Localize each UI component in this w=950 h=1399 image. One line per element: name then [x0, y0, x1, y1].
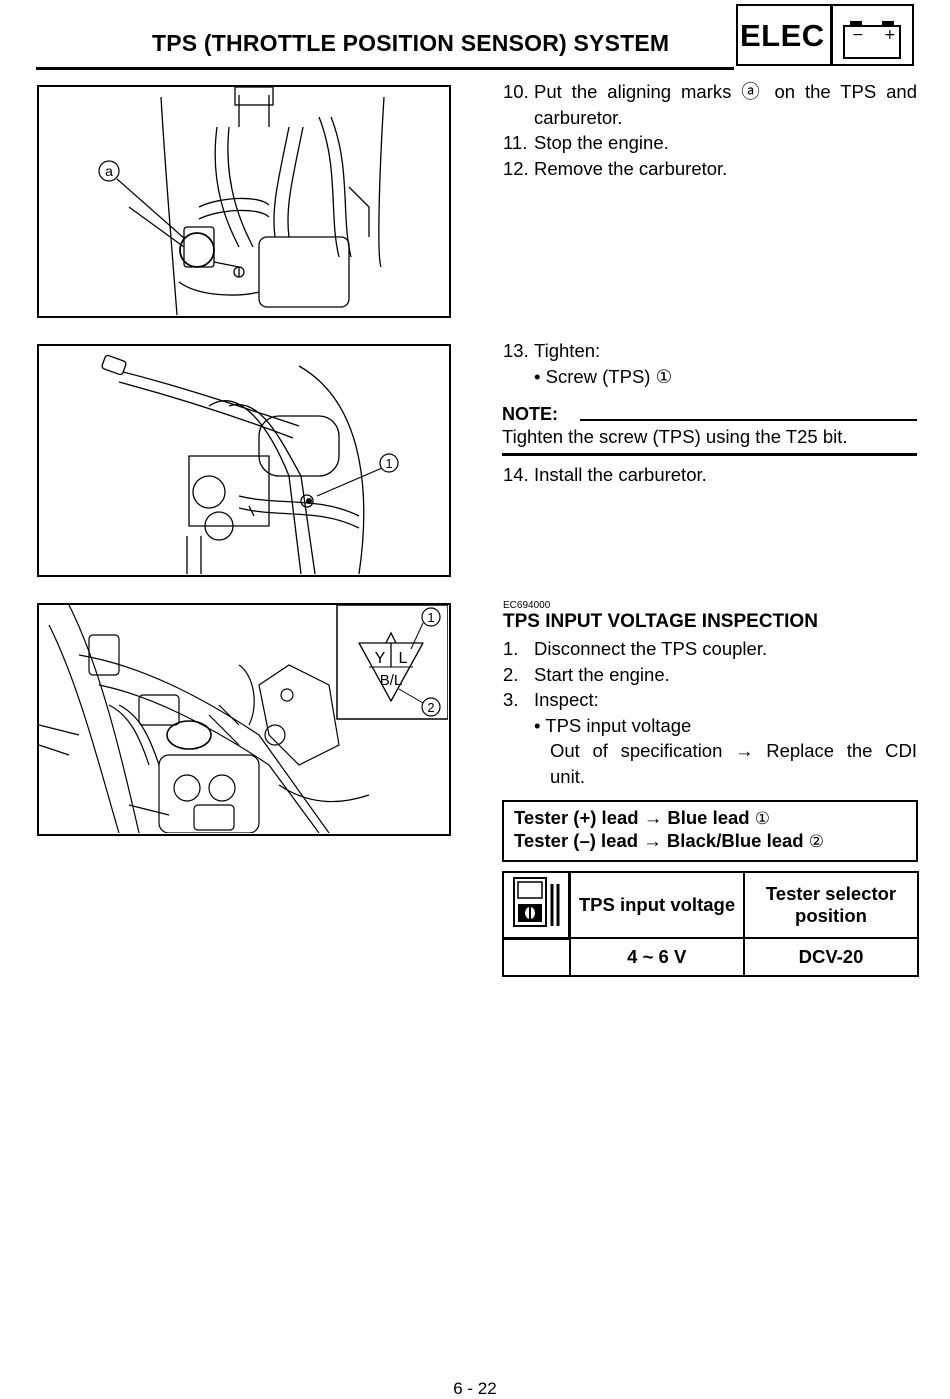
- ref-2: ②: [808, 832, 824, 851]
- spec-action-cont: unit.: [550, 765, 585, 787]
- step-number: 10.: [503, 81, 529, 102]
- step-text: Put the aligning marks ⓐ on the TPS and: [534, 81, 917, 102]
- step-number: 11.: [503, 132, 528, 153]
- coupler-pin-l: L: [399, 650, 408, 667]
- value-voltage: 4 ~ 6 V: [568, 937, 745, 977]
- step-number: 12.: [503, 157, 529, 179]
- badge-divider: [830, 6, 833, 64]
- step-number: 2.: [503, 663, 519, 685]
- page-number: 6 - 22: [453, 1379, 497, 1398]
- note-label: NOTE:: [502, 404, 558, 424]
- step-text-cont: carburetor.: [534, 106, 623, 128]
- header-tps-input-voltage: TPS input voltage: [568, 871, 745, 939]
- step-text: Inspect:: [534, 689, 599, 710]
- step-text: Tighten:: [534, 340, 601, 361]
- section-badge: ELEC − +: [736, 4, 914, 66]
- battery-minus: −: [852, 27, 864, 43]
- spec-action: Out of specification → Replace the CDI: [550, 740, 917, 761]
- coupler-pin-bl: B/L: [380, 672, 403, 689]
- steps-10-12: 10. Put the aligning marks ⓐ on the TPS …: [503, 79, 917, 181]
- figure-tps-screw: 1: [37, 344, 451, 577]
- step-number: 1.: [503, 638, 519, 659]
- callout-a: a: [105, 163, 113, 179]
- bullet-screw-tps: • Screw (TPS) ①: [534, 365, 673, 387]
- step-text: Install the carburetor.: [534, 464, 707, 485]
- battery-icon: − +: [843, 21, 901, 59]
- callout-1: 1: [427, 610, 434, 625]
- tester-minus-lead: Tester (–) lead → Black/Blue lead: [514, 830, 804, 851]
- step-number: 13.: [503, 340, 529, 361]
- value-selector: DCV-20: [743, 937, 919, 977]
- inspection-steps: 1. Disconnect the TPS coupler. 2. Start …: [503, 636, 917, 789]
- tester-plus-lead: Tester (+) lead → Blue lead: [514, 807, 750, 828]
- ref-1: ①: [754, 809, 770, 828]
- bullet-tps-voltage: • TPS input voltage: [534, 714, 692, 736]
- figure-tps-coupler: Y L B/L 1 2: [37, 603, 451, 836]
- note-text: Tighten the screw (TPS) using the T25 bi…: [502, 426, 848, 447]
- step-text: Start the engine.: [534, 663, 670, 685]
- callout-1: 1: [385, 456, 392, 471]
- section-code: EC694000: [503, 600, 551, 611]
- steps-13-14: 13. Tighten: • Screw (TPS) ①: [503, 338, 917, 389]
- step-text: Disconnect the TPS coupler.: [534, 638, 768, 659]
- step-text: Stop the engine.: [534, 132, 669, 153]
- title-underline: [36, 67, 734, 70]
- step-text: Remove the carburetor.: [534, 157, 728, 179]
- callout-2: 2: [427, 700, 434, 715]
- step-number: 14.: [503, 464, 529, 485]
- header-tester-selector: Tester selector position: [743, 871, 919, 939]
- multimeter-icon: [513, 877, 560, 928]
- empty-cell: [502, 937, 571, 977]
- section-heading: TPS INPUT VOLTAGE INSPECTION: [503, 611, 818, 632]
- spec-table: TPS input voltage Tester selector positi…: [502, 871, 919, 977]
- step-number: 3.: [503, 689, 519, 710]
- note-rule-bottom: [502, 453, 917, 456]
- battery-plus: +: [884, 27, 896, 43]
- page-title: TPS (THROTTLE POSITION SENSOR) SYSTEM: [152, 30, 670, 56]
- step-14: 14. Install the carburetor.: [503, 462, 917, 488]
- section-badge-label: ELEC: [740, 18, 825, 53]
- coupler-pin-y: Y: [375, 650, 386, 667]
- tester-cell: [502, 871, 571, 940]
- note-rule-top: [580, 419, 917, 421]
- tester-lead-box: Tester (+) lead → Blue lead ① Tester (–)…: [502, 800, 918, 862]
- figure-aligning-marks: a: [37, 85, 451, 318]
